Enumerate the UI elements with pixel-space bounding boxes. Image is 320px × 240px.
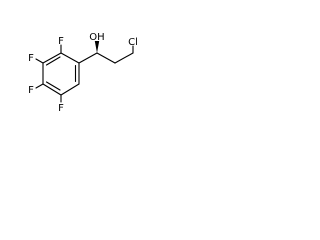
ring-double-bond-c3-c4 [45,81,61,91]
structure-diagram: F F F F OH Cl [28,32,138,114]
ring-bond-c3-c4 [42,83,62,96]
stereo-wedge-bond-oh [94,41,100,53]
fluorine-lower-left-label: F [28,85,34,96]
benzene-ring [42,52,80,96]
ring-bond-c1-c2 [42,52,62,64]
ring-bond-c6-c1 [60,52,80,64]
ring-bond-c4-c5 [60,83,80,96]
bond-c3-f-lower-left [35,83,44,89]
bond-ch2-ch2cl [114,52,134,64]
bond-c2-f-upper-left [35,58,44,64]
chlorine-label: Cl [128,37,138,48]
fluorine-top-label: F [58,36,64,47]
fluorine-upper-left-label: F [28,53,34,64]
bond-chiral-carbon-ch2 [96,52,116,64]
bond-ring-chiral-carbon [78,52,98,64]
hydroxyl-label: OH [89,32,104,43]
ring-double-bond-c1-c2 [45,56,61,66]
fluorine-bottom-label: F [58,103,64,114]
